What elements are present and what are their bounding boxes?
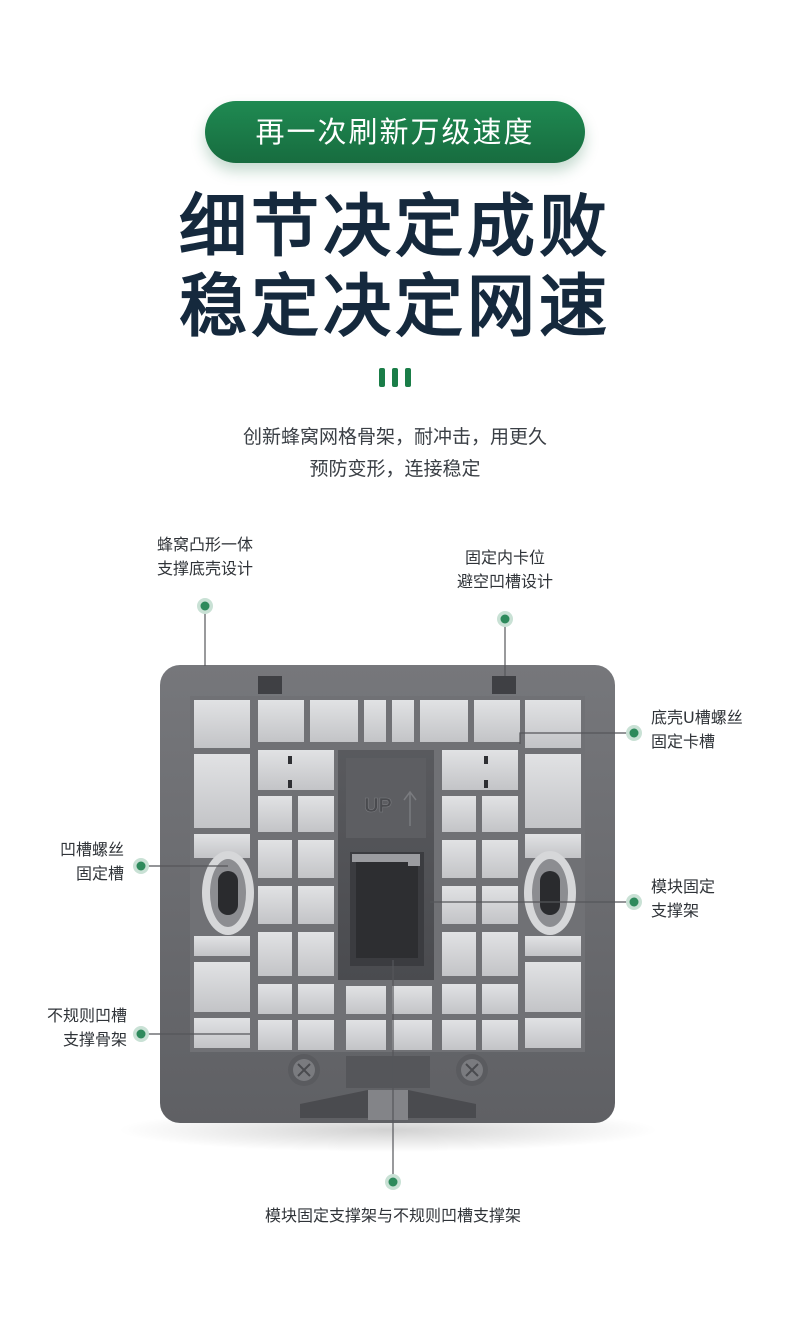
callout-module-bracket: 模块固定 支撑架 [651,877,716,920]
screw-groove-right [524,851,576,935]
top-clip-right [492,676,516,694]
callout-honeycomb-shell: 蜂窝凸形一体 支撑底壳设计 [156,535,253,578]
bottom-tab [368,1090,408,1120]
honeycomb-grid-bottom [346,986,432,1050]
callout-bottom-summary: 模块固定支撑架与不规则凹槽支撑架 [264,1206,521,1225]
screw-groove-left [202,851,254,935]
honeycomb-grid-mid-left [258,750,334,1050]
headline-line-1: 细节决定成败 [178,188,611,267]
callout-leader-lines [141,606,634,1182]
callout-markers [133,598,642,1190]
screw-boss-right [456,1054,488,1086]
top-clip-left [258,676,282,694]
module-bracket: UP [338,750,434,980]
screw-boss-left [288,1054,320,1086]
speed-banner-pill: 再一次刷新万级速度 [205,101,585,163]
up-embossed-text: UP [364,795,392,817]
divider-bars-icon [379,368,413,387]
callout-irregular-frame: 不规则凹槽 支撑骨架 [46,1006,127,1049]
honeycomb-grid-mid-right [442,750,518,1050]
honeycomb-grid-top [258,700,520,742]
description-line-2: 预防变形，连接稳定 [309,458,481,480]
callout-inner-clip: 固定内卡位 避空凹槽设计 [456,548,553,591]
callout-u-slot: 底壳U槽螺丝 固定卡槽 [651,708,743,751]
honeycomb-grid-right [525,700,581,1048]
description-line-1: 创新蜂窝网格骨架，耐冲击，用更久 [242,426,547,448]
callout-screw-groove: 凹槽螺丝 固定槽 [59,840,124,883]
headline-line-2: 稳定决定网速 [178,268,611,347]
